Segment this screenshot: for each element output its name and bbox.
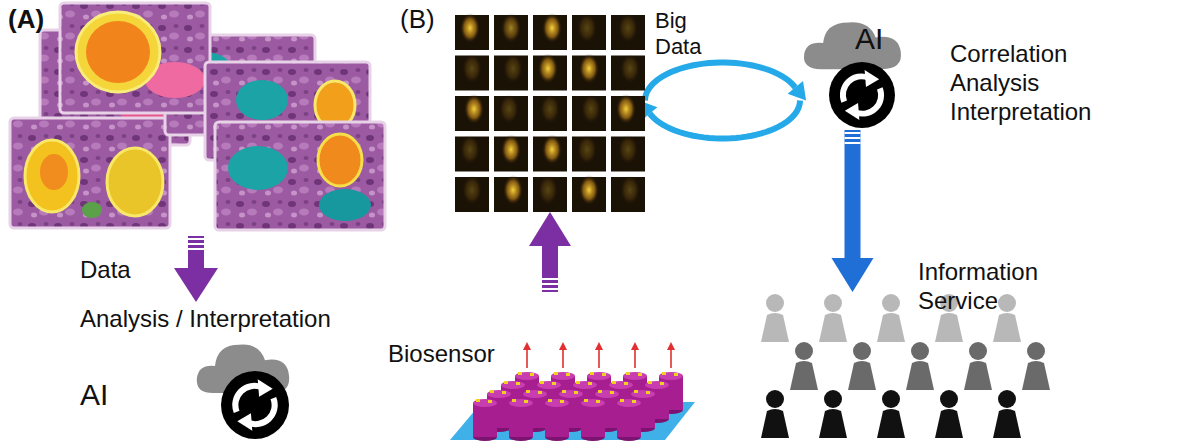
person-icon: [993, 390, 1021, 438]
person-icon: [935, 390, 963, 438]
sensor-tile: [455, 94, 489, 131]
ai-label: AI: [855, 21, 883, 57]
sensor-tile: [455, 135, 489, 172]
sensor-tile: [611, 13, 645, 50]
sensor-tile: [572, 54, 606, 91]
connector-arrow: [542, 246, 558, 292]
cloud-icon: [804, 22, 901, 69]
person-icon: [790, 342, 818, 390]
node-heading: Biosensor: [388, 340, 495, 369]
ai-cloud-node: AICorrelation Analysis Interpretation: [800, 15, 905, 130]
arrow-stripe: [845, 132, 861, 134]
sensor-tile: [572, 13, 606, 50]
cycle-arrow: [645, 63, 795, 101]
node-heading: Analysis / Interpretation: [80, 305, 331, 334]
node-heading: Information Service: [918, 258, 1045, 316]
panel-label: (A): [8, 4, 44, 35]
sensor-tile: [533, 175, 567, 212]
ai-analysis-node: Analysis / InterpretationAI: [75, 305, 375, 442]
person-icon: [848, 342, 876, 390]
cell-image: [10, 118, 170, 228]
ai-label: AI: [80, 377, 108, 413]
data-arrow: [174, 236, 218, 302]
node-graphic: [745, 292, 1045, 440]
refresh-icon: [829, 62, 895, 128]
biosensor-node: Biosensor: [450, 292, 690, 440]
person-icon: [1022, 342, 1050, 390]
arrow-stripe: [845, 137, 861, 139]
person-icon: [761, 390, 789, 438]
big-data-grid: Big Data: [455, 15, 645, 212]
node-graphic: [455, 15, 645, 212]
person-icon: [819, 390, 847, 438]
arrow-stripe: [845, 142, 861, 144]
node-heading: Correlation Analysis Interpretation: [950, 40, 1091, 126]
panel-label: (B): [400, 4, 435, 35]
arrow-stripe: [542, 283, 558, 285]
connector-arrow: [845, 130, 861, 258]
sensor-tile: [494, 94, 528, 131]
sensor-tile: [494, 135, 528, 172]
sensor-tile: [611, 94, 645, 131]
arrow-shaft: [542, 246, 558, 292]
sensor-tile: [572, 175, 606, 212]
refresh-icon: [221, 371, 289, 439]
person-icon: [761, 294, 789, 342]
node-heading: Big Data: [655, 8, 701, 61]
person-icon: [877, 294, 905, 342]
nanopillar-array: [473, 342, 683, 441]
arrow-shaft: [845, 130, 861, 258]
user-group-node: Information Service: [745, 292, 1045, 440]
sensor-tile: [533, 13, 567, 50]
sensor-tile: [572, 135, 606, 172]
sensor-tile: [533, 135, 567, 172]
sensor-tile: [494, 54, 528, 91]
person-icon: [906, 342, 934, 390]
sensor-tile: [455, 54, 489, 91]
sensor-tile: [455, 13, 489, 50]
sensor-tile: [494, 175, 528, 212]
cell-image: [60, 3, 210, 113]
arrow-stripe: [542, 278, 558, 280]
sensor-tile: [611, 175, 645, 212]
sensor-tile: [533, 94, 567, 131]
sensor-tile: [494, 13, 528, 50]
person-icon: [964, 342, 992, 390]
sensor-tile: [533, 54, 567, 91]
person-icon: [877, 390, 905, 438]
connector-arrow: [645, 63, 800, 139]
arrow-label: Data: [80, 256, 131, 285]
arrow-stripe: [542, 288, 558, 290]
sensor-tile: [611, 135, 645, 172]
sensor-tile: [455, 175, 489, 212]
cell-image-stack: [10, 3, 385, 230]
cycle-arrow: [650, 101, 800, 139]
cell-image: [215, 122, 385, 230]
person-icon: [819, 294, 847, 342]
node-graphic: [800, 15, 905, 130]
sensor-tile: [611, 54, 645, 91]
sensor-tile: [572, 94, 606, 131]
